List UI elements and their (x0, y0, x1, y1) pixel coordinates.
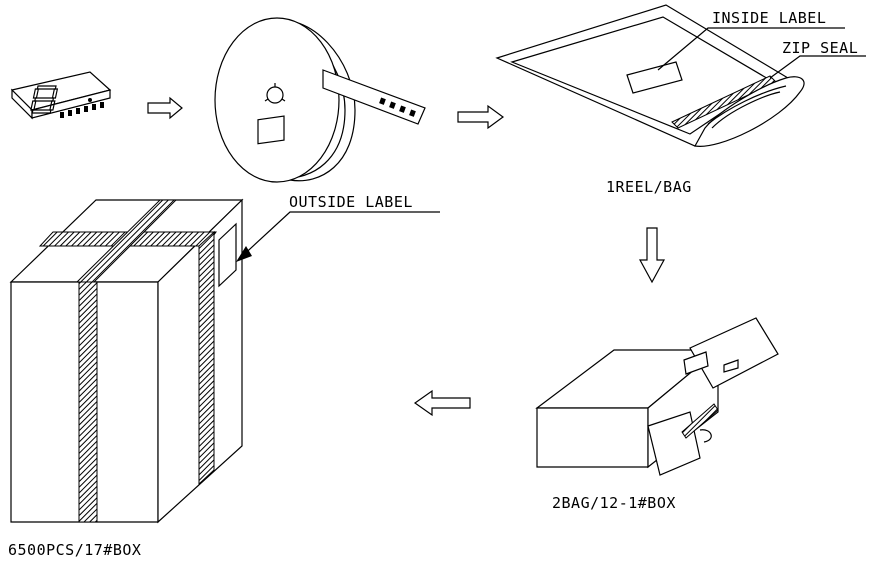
tape-reel (214, 17, 426, 183)
zip-seal-text: ZIP SEAL (782, 39, 858, 57)
bag-caption: 1REEL/BAG (606, 178, 692, 196)
arrow-left-icon (413, 389, 471, 417)
arrow-right-icon (457, 104, 505, 130)
outside-label-sticker (218, 222, 237, 288)
outer-carton (9, 198, 440, 524)
outside-label-text: OUTSIDE LABEL (289, 193, 413, 211)
arrow-down-icon (638, 227, 666, 284)
carton-caption: 6500PCS/17#BOX (8, 541, 141, 559)
box-caption: 2BAG/12-1#BOX (552, 494, 676, 512)
inside-label-sticker (626, 61, 683, 94)
inside-label-text: INSIDE LABEL (712, 9, 826, 27)
led-display-component (10, 71, 112, 120)
arrow-right-icon (147, 96, 183, 120)
anti-static-bag (495, 4, 866, 147)
inner-box (535, 317, 779, 476)
